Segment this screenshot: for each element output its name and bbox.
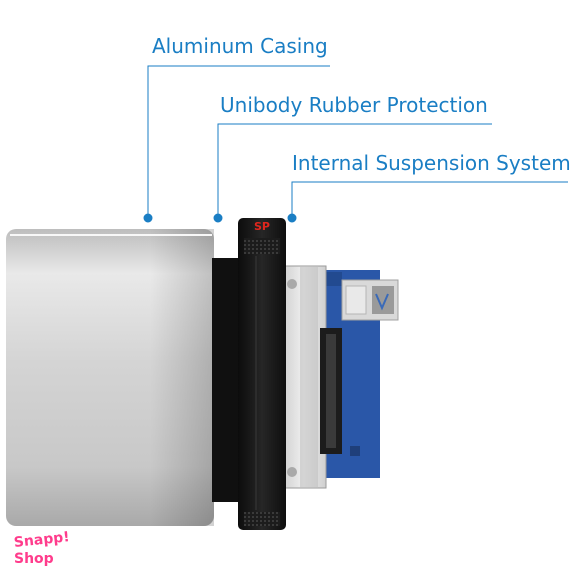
brand-logo: SP	[254, 220, 270, 233]
aluminum-casing	[6, 229, 214, 526]
callout-line-aluminum	[143, 65, 330, 223]
usb-port	[341, 279, 399, 321]
hard-drive	[281, 265, 342, 489]
rubber-ring	[238, 218, 286, 530]
watermark-logo-line2: Shop	[14, 551, 54, 567]
callout-line-rubber	[213, 123, 492, 223]
callout-rubber-protection: Unibody Rubber Protection	[220, 93, 488, 117]
callout-aluminum-casing: Aluminum Casing	[152, 34, 328, 58]
callout-suspension-system: Internal Suspension System	[292, 151, 571, 175]
callout-line-suspension	[287, 181, 568, 223]
